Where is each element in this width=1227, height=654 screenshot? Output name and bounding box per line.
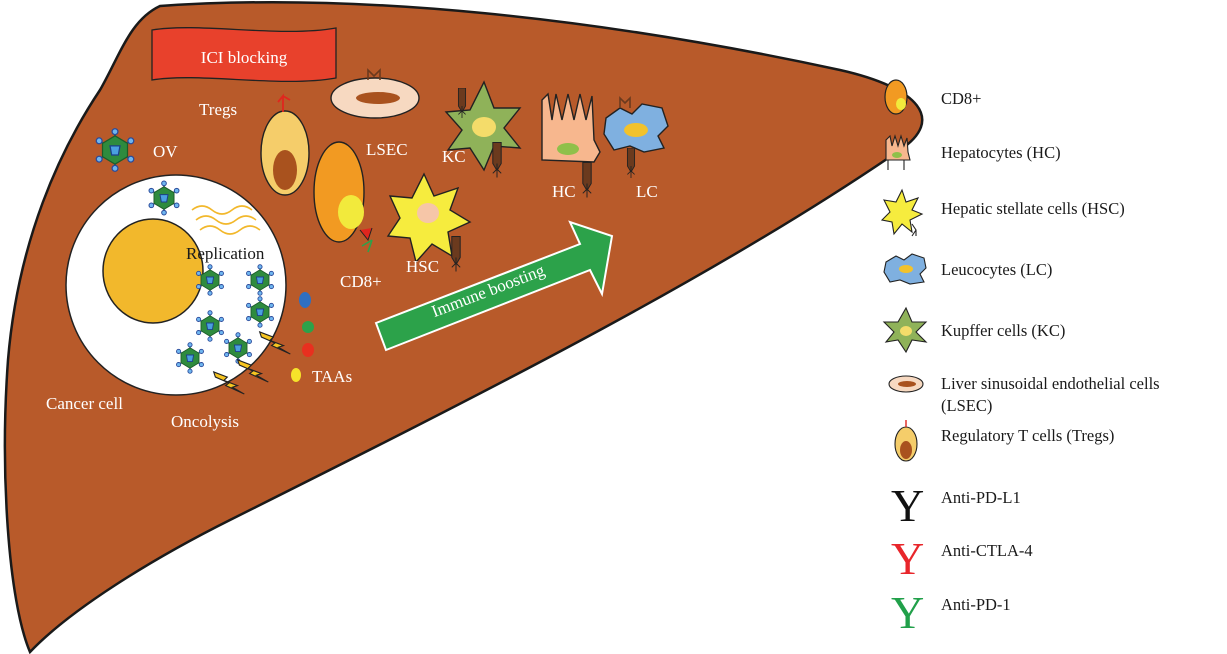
taa-dot-red bbox=[302, 343, 314, 357]
label-cd8: CD8+ bbox=[340, 272, 382, 291]
legend-label-hc: Hepatocytes (HC) bbox=[941, 143, 1061, 162]
cd8-cell-icon bbox=[885, 80, 907, 114]
label-replication: Replication bbox=[186, 244, 265, 263]
hepatic-stellate-cell-icon bbox=[882, 190, 922, 236]
legend-label-kc: Kupffer cells (KC) bbox=[941, 321, 1065, 340]
taa-dot-blue bbox=[299, 292, 311, 308]
legend-label-anti-ctla-4: Anti-CTLA-4 bbox=[941, 541, 1033, 560]
legend-label-anti-pd-1: Anti-PD-1 bbox=[941, 595, 1011, 614]
taa-dot-yellow bbox=[291, 368, 301, 382]
antibody-green-icon: Y bbox=[891, 587, 924, 638]
antibody-red-icon: Y bbox=[891, 533, 924, 584]
legend-label-lc: Leucocytes (LC) bbox=[941, 260, 1052, 279]
label-lsec: LSEC bbox=[366, 140, 408, 159]
legend-label-anti-pd-l1: Anti-PD-L1 bbox=[941, 488, 1021, 507]
legend-label-lsec: Liver sinusoidal endothelial cells bbox=[941, 374, 1160, 393]
legend-label-tregs: Regulatory T cells (Tregs) bbox=[941, 426, 1114, 445]
lsec-cell-icon bbox=[889, 376, 923, 392]
label-oncolysis: Oncolysis bbox=[171, 412, 239, 431]
label-taas: TAAs bbox=[312, 367, 352, 386]
label-lc: LC bbox=[636, 182, 658, 201]
label-cancer-cell: Cancer cell bbox=[46, 394, 123, 413]
cancer-cell-nucleus bbox=[103, 219, 203, 323]
taa-dot-green bbox=[302, 321, 314, 333]
ici-blocking-label: ICI blocking bbox=[201, 48, 288, 67]
label-hc: HC bbox=[552, 182, 576, 201]
legend-label-cd8: CD8+ bbox=[941, 89, 981, 108]
label-kc: KC bbox=[442, 147, 466, 166]
label-tregs: Tregs bbox=[199, 100, 237, 119]
label-ov: OV bbox=[153, 142, 178, 161]
treg-cell-icon bbox=[895, 420, 917, 461]
antibody-black-icon: Y bbox=[891, 480, 924, 531]
kupffer-cell-icon bbox=[884, 308, 926, 352]
leucocyte-icon bbox=[884, 254, 926, 284]
legend-label-lsec-2: (LSEC) bbox=[941, 396, 992, 415]
legend-label-hsc: Hepatic stellate cells (HSC) bbox=[941, 199, 1125, 218]
label-hsc: HSC bbox=[406, 257, 439, 276]
